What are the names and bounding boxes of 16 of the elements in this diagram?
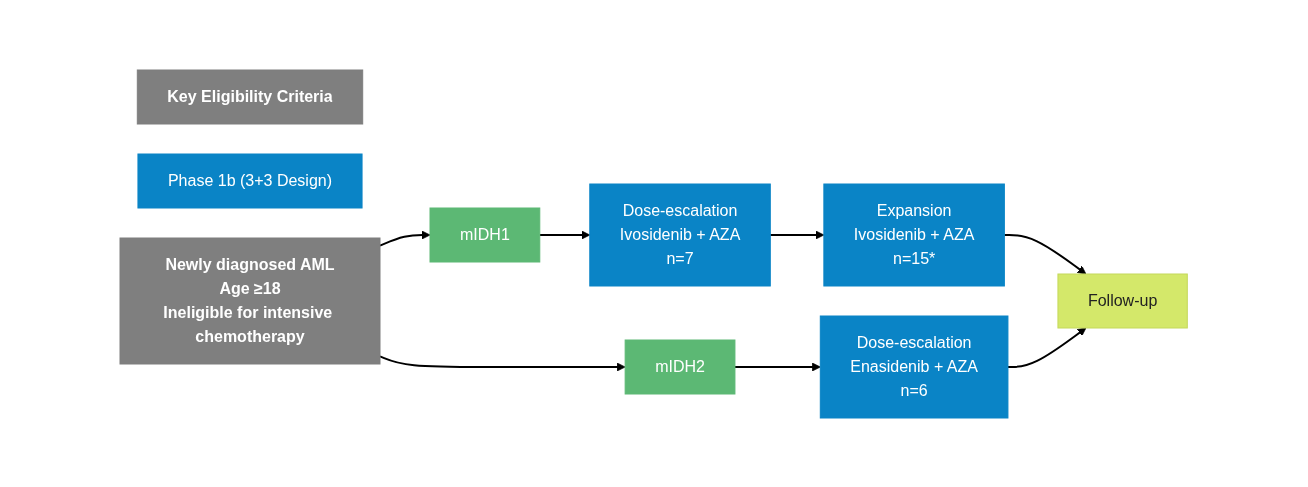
arrow	[1003, 233, 1087, 274]
node-box: Expansion Ivosidenib + AZA n=15*	[823, 183, 1006, 286]
node-box: Dose-escalation Enasidenib + AZA n=6	[820, 315, 1009, 418]
node-box: mIDH1	[429, 207, 541, 262]
arrow	[379, 230, 431, 247]
node-box: Follow-up	[1057, 273, 1189, 328]
node-box: Phase 1b (3+3 Design)	[137, 153, 363, 208]
arrow	[379, 354, 626, 371]
arrow	[1007, 327, 1087, 368]
arrow	[769, 230, 825, 239]
node-box: Dose-escalation Ivosidenib + AZA n=7	[589, 183, 772, 286]
arrow	[539, 230, 591, 239]
node-box: Newly diagnosed AML Age ≥18 Ineligible for intensive chemotherapy	[119, 237, 381, 364]
arrow	[734, 362, 822, 371]
node-box: Key Eligibility Criteria	[137, 69, 364, 124]
node-box: mIDH2	[625, 339, 736, 394]
